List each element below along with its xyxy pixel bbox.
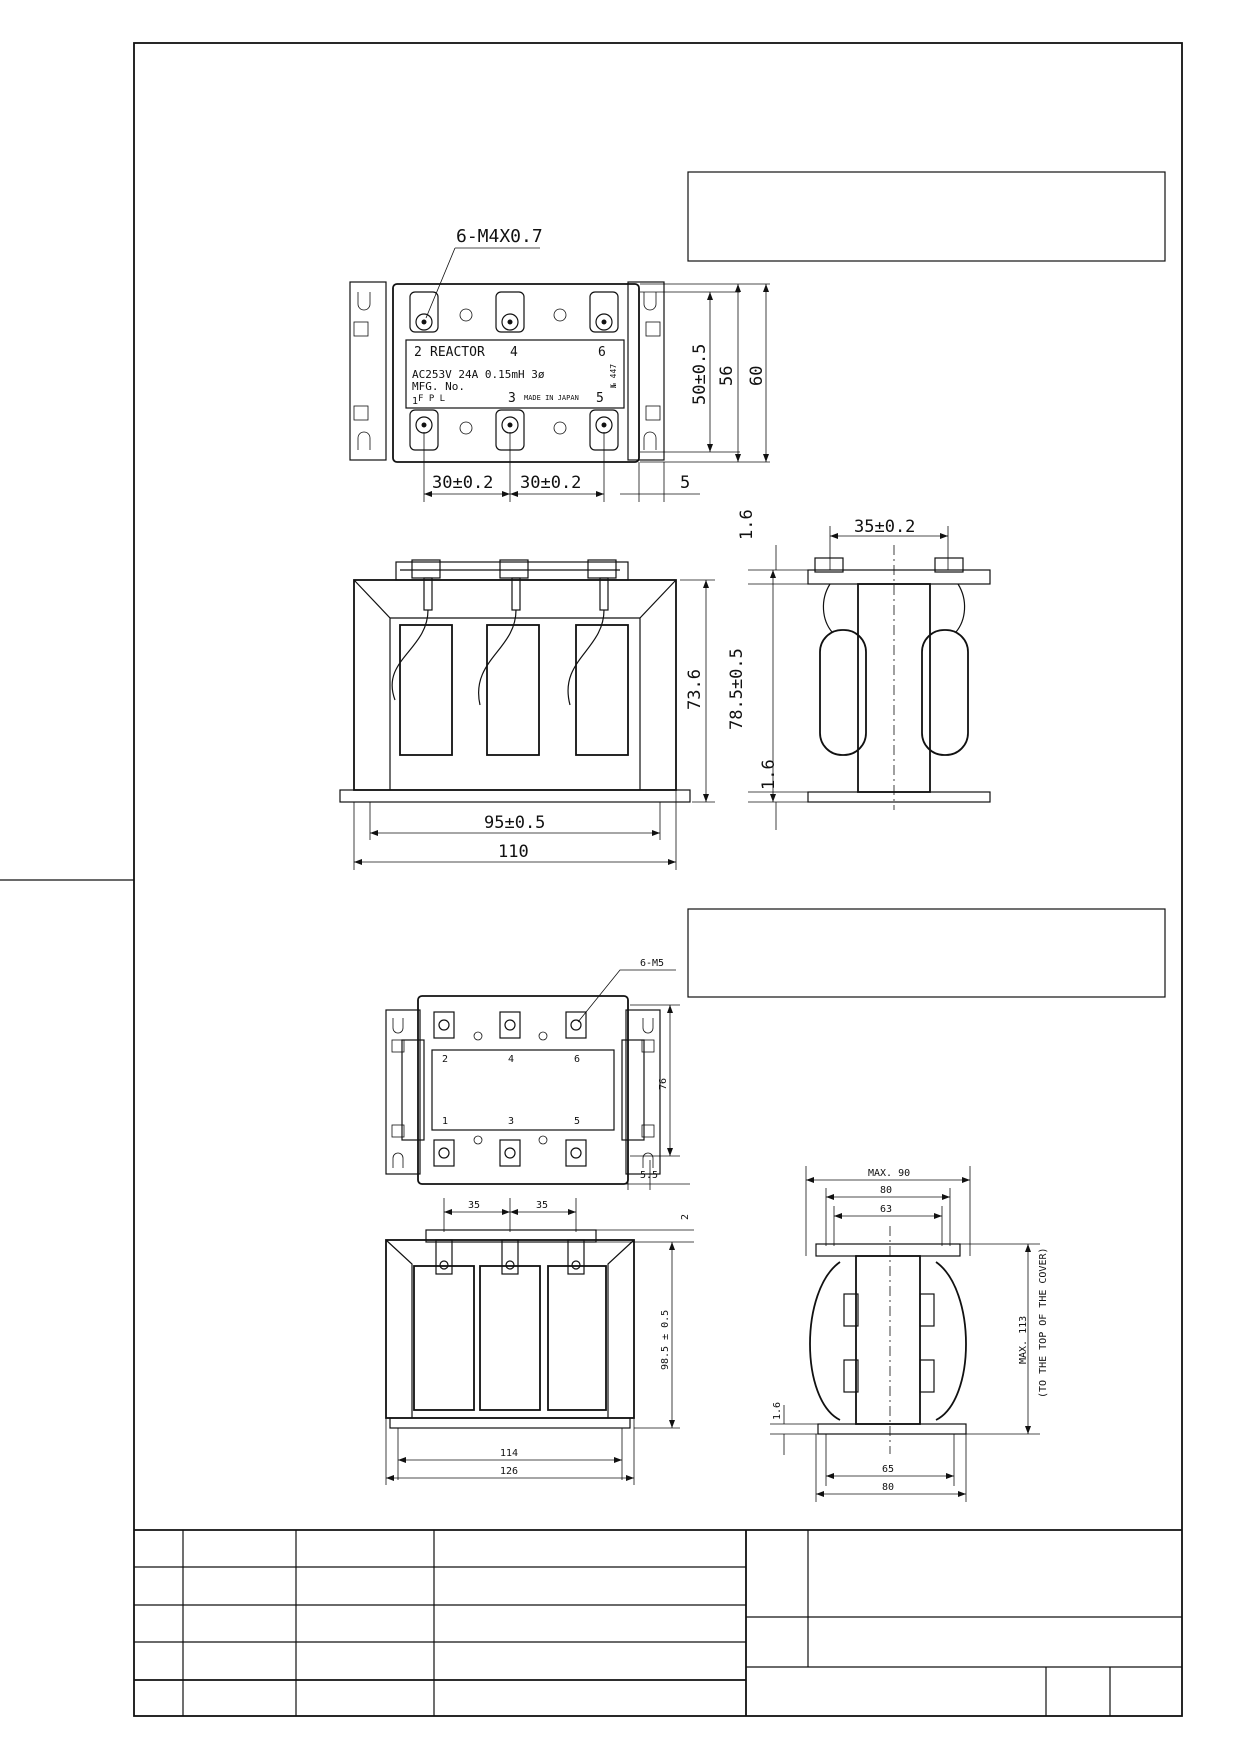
- terminal-row-top: [409, 291, 619, 333]
- dim-b-1-6: 1.6: [772, 1402, 783, 1420]
- dim-a-mount: 95±0.5: [484, 813, 545, 833]
- dim-a-edge: 5: [680, 473, 690, 493]
- dim-a-front-height: 73.6: [685, 669, 705, 710]
- dim-b-80-top: 80: [880, 1185, 892, 1196]
- plate-made-in: MADE IN JAPAN: [524, 394, 579, 402]
- plate-term-4: 4: [510, 345, 518, 360]
- term-b-6: 6: [574, 1054, 580, 1065]
- dim-b-max90: MAX. 90: [868, 1168, 910, 1179]
- reactor-a-front-view: [339, 559, 715, 870]
- plate-term-2: 2: [414, 345, 422, 360]
- term-b-3: 3: [508, 1116, 514, 1127]
- nameplate: [405, 339, 625, 409]
- dim-b-height: 98.5 ± 0.5: [660, 1310, 671, 1370]
- dim-a-side-height: 78.5±0.5: [727, 648, 747, 730]
- term-b-5: 5: [574, 1116, 580, 1127]
- reactor-a-side-view: [748, 526, 991, 830]
- dim-b-35b: 35: [536, 1200, 548, 1211]
- dim-b-cover-note: (TO THE TOP OF THE COVER): [1038, 1247, 1049, 1398]
- reactor-b-top-view: [385, 969, 690, 1190]
- plate-term-3: 3: [508, 391, 516, 406]
- dim-b-65: 65: [882, 1464, 894, 1475]
- plate-term-5: 5: [596, 391, 604, 406]
- callout-thread-b: 6-M5: [640, 958, 664, 969]
- dim-b-max113: MAX. 113: [1018, 1316, 1029, 1364]
- dim-b-114: 114: [500, 1448, 518, 1459]
- dim-a-plate-top: 1.6: [737, 509, 757, 540]
- plate-mfg: MFG. No.: [412, 380, 465, 393]
- reactor-a-top-view: [349, 247, 770, 502]
- dim-b-5-5: 5.5: [640, 1170, 658, 1181]
- dim-a-pitch-2: 30±0.2: [520, 473, 581, 493]
- dim-b-2: 2: [680, 1214, 691, 1220]
- plate-term-6: 6: [598, 345, 606, 360]
- plate-maker: F P L: [418, 394, 445, 404]
- term-b-1: 1: [442, 1116, 448, 1127]
- dim-a-60: 60: [747, 366, 767, 386]
- reactor-b-side-view: [770, 1166, 1040, 1502]
- dim-b-63: 63: [880, 1204, 892, 1215]
- dim-b-126: 126: [500, 1466, 518, 1477]
- sheet-frame: [0, 42, 1183, 1717]
- title-block: [134, 1529, 1182, 1716]
- reactor-b-front-view: [385, 1198, 694, 1485]
- dim-a-width: 110: [498, 842, 529, 862]
- dim-a-hole-pitch: 50±0.5: [690, 344, 710, 405]
- dim-a-56: 56: [717, 366, 737, 386]
- heading-box-a: [687, 171, 1166, 262]
- heading-box-b: [687, 908, 1166, 998]
- terminal-row-bottom: [409, 409, 619, 451]
- dim-a-plate-bottom: 1.6: [759, 759, 779, 790]
- dim-b-76: 76: [658, 1078, 669, 1090]
- term-b-4: 4: [508, 1054, 514, 1065]
- dim-b-35a: 35: [468, 1200, 480, 1211]
- plate-term-1: 1: [412, 396, 418, 407]
- plate-spec: AC253V 24A 0.15mH 3ø: [412, 368, 545, 381]
- callout-thread-a: 6-M4X0.7: [456, 226, 543, 247]
- dim-b-80-bottom: 80: [882, 1482, 894, 1493]
- dim-a-pitch-1: 30±0.2: [432, 473, 493, 493]
- dim-a-side-width: 35±0.2: [854, 517, 915, 537]
- plate-serial: № 447: [609, 364, 618, 389]
- term-b-2: 2: [442, 1054, 448, 1065]
- plate-title: REACTOR: [430, 345, 485, 360]
